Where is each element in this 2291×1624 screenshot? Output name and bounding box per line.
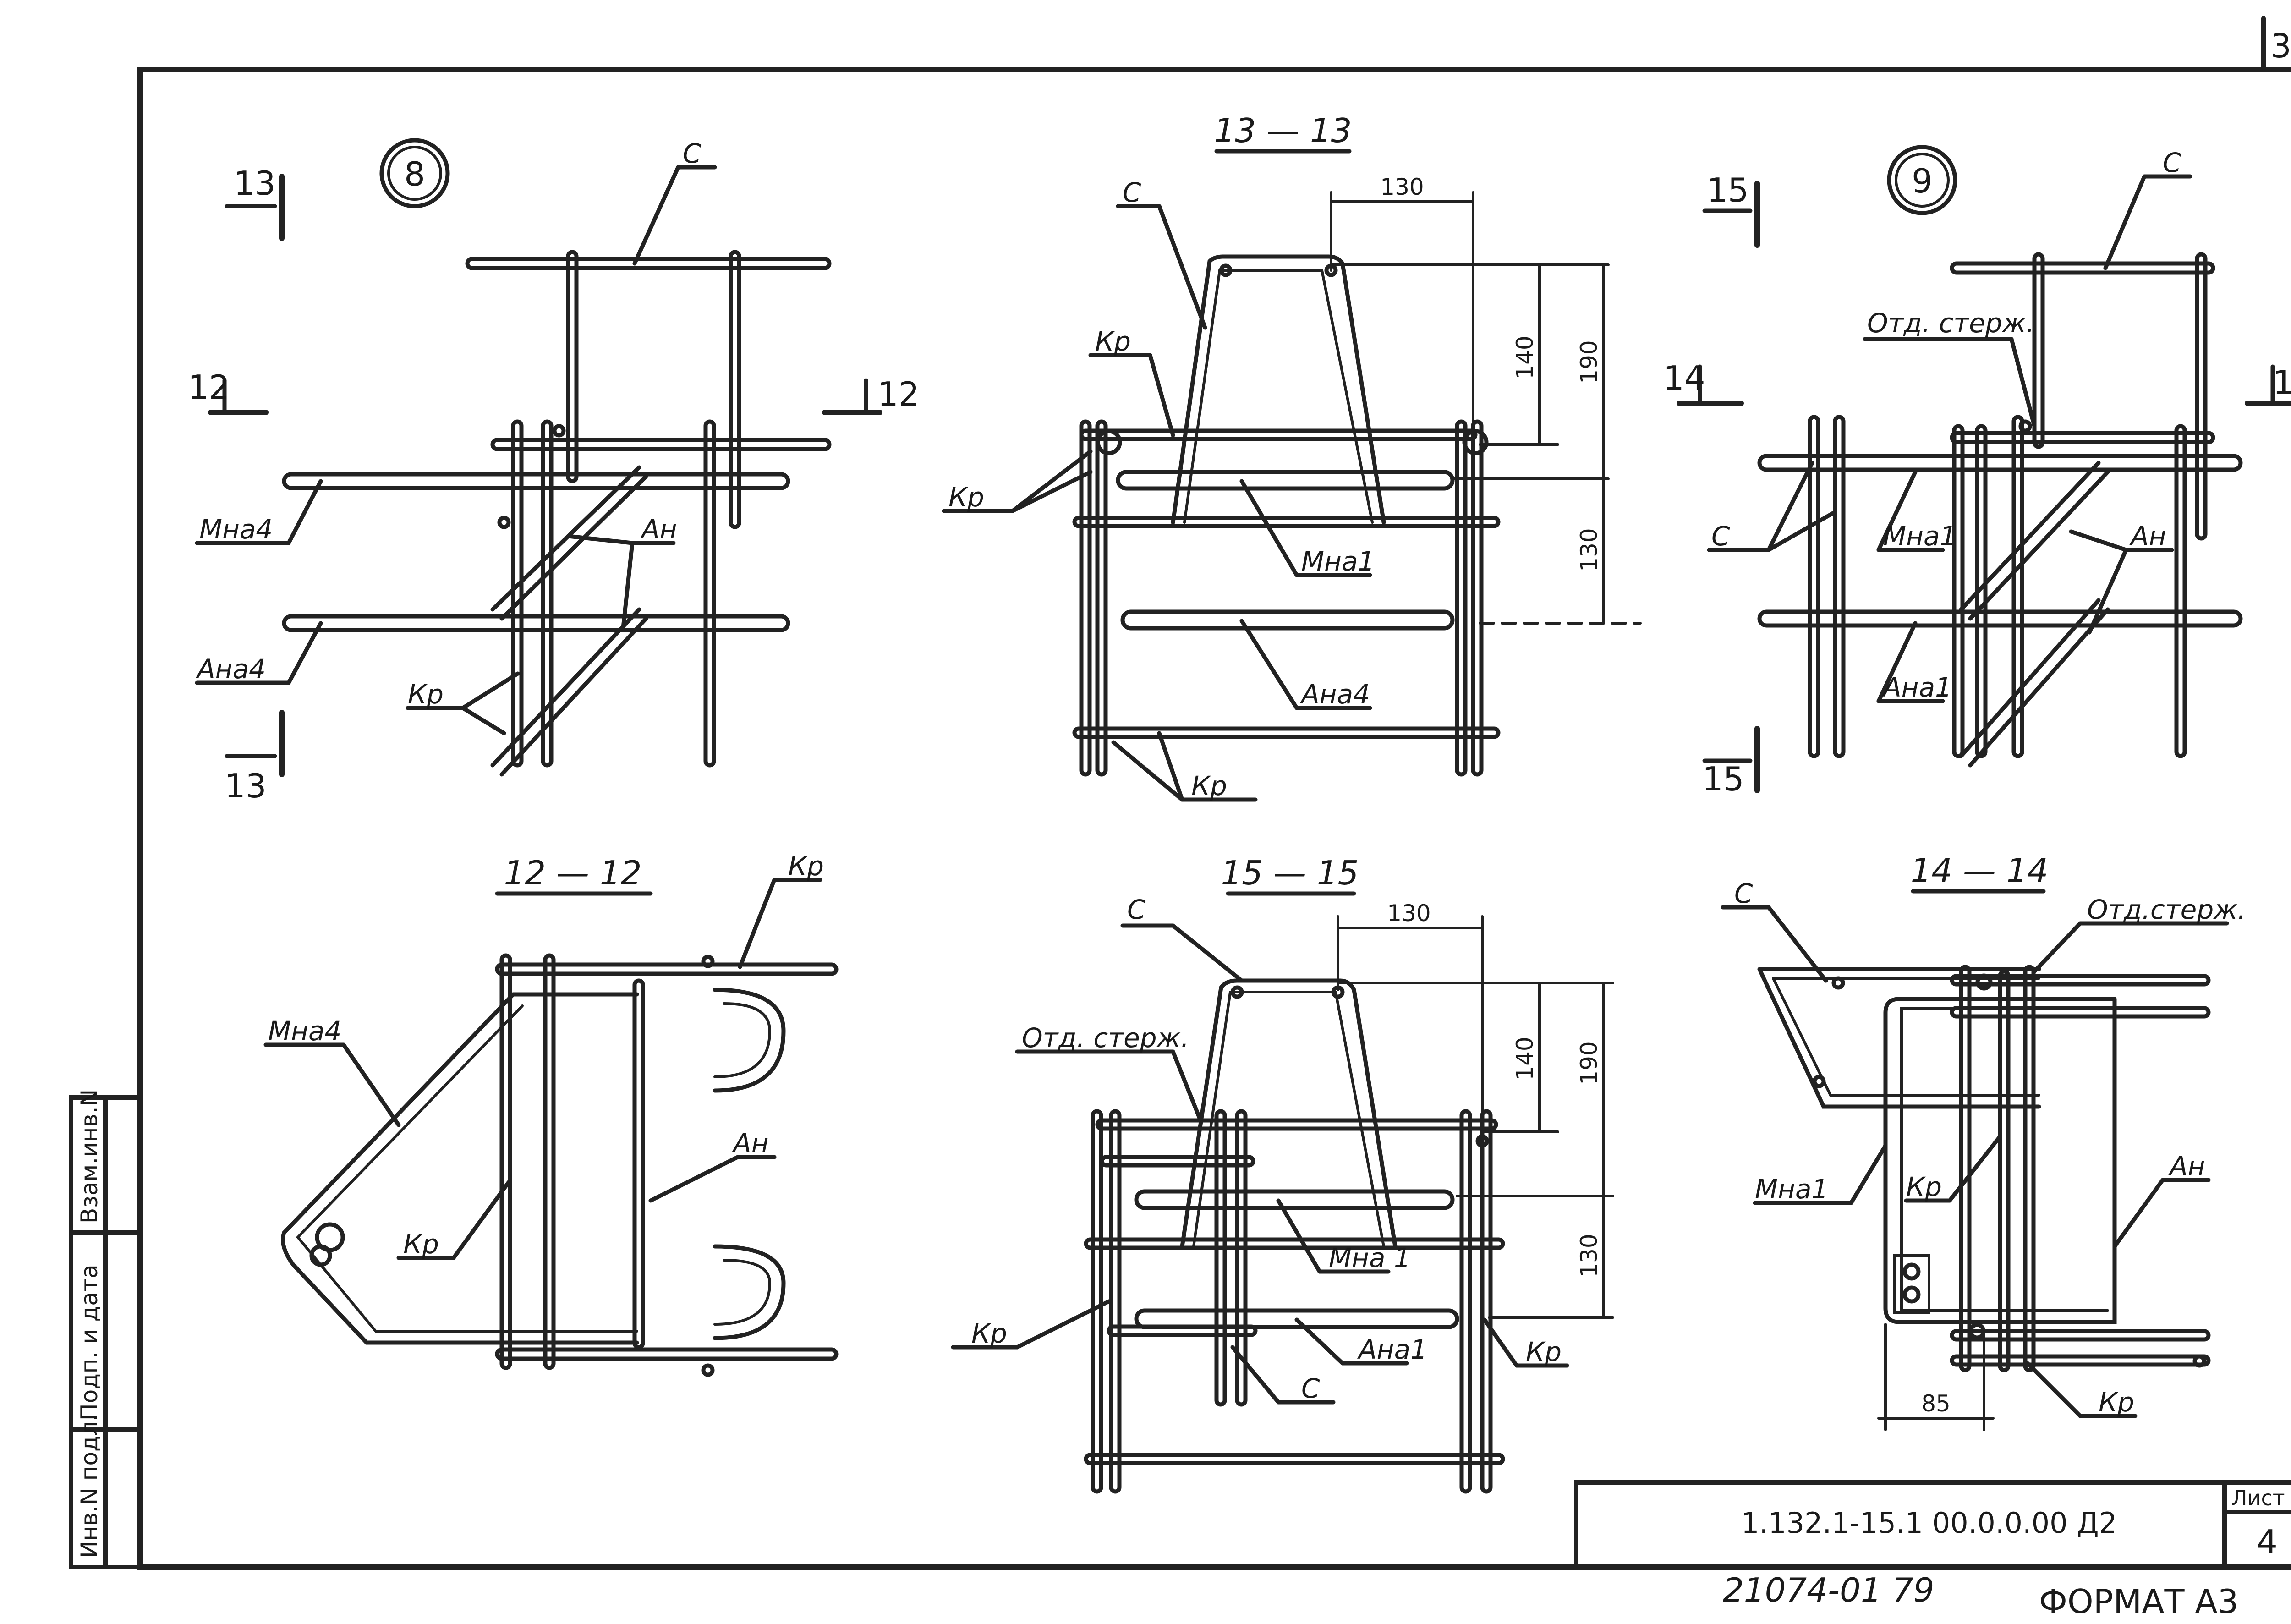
section-13-title: 13 — 13 bbox=[1214, 111, 1352, 150]
node-9-drawing bbox=[1677, 145, 2291, 793]
node9-c-left-label: C bbox=[1711, 521, 1730, 552]
stamp-inv-podl: Инв.N подл. bbox=[76, 1414, 103, 1558]
cut13-bottom-label: 13 bbox=[225, 767, 267, 805]
node-9-marker-label: 9 bbox=[1912, 162, 1933, 200]
sec15-c-top-label: C bbox=[1127, 894, 1146, 925]
node9-ana1-label: Ана1 bbox=[1881, 672, 1952, 703]
doc-code: 1.132.1-15.1 00.0.0.00 Д2 bbox=[1741, 1506, 2117, 1540]
sec15-otd-label: Отд. стерж. bbox=[1022, 1022, 1189, 1053]
sec15-dim-190: 190 bbox=[1576, 1041, 1602, 1085]
node9-mna1-label: Мна1 bbox=[1883, 521, 1957, 552]
sec12-mna4-label: Мна4 bbox=[268, 1015, 341, 1047]
sec13-kr1-label: Кр bbox=[1095, 326, 1131, 357]
sec14-kr2-label: Кр bbox=[2099, 1387, 2134, 1418]
node8-mna4-label: Мна4 bbox=[199, 514, 273, 545]
footer-page: 79 bbox=[1892, 1571, 1935, 1609]
cut14-left-label: 14 bbox=[1663, 359, 1705, 397]
node8-ana4-label: Ана4 bbox=[195, 653, 266, 685]
sec15-kr-right-label: Кр bbox=[1526, 1336, 1562, 1367]
sec15-kr-left-label: Кр bbox=[971, 1318, 1007, 1349]
sec13-dim-130v: 130 bbox=[1576, 528, 1602, 571]
sec13-mna1-label: Мна1 bbox=[1301, 546, 1375, 577]
sheet-header: Лист bbox=[2231, 1486, 2285, 1510]
title-block bbox=[1574, 1480, 2291, 1569]
sec15-c-bottom-label: C bbox=[1301, 1373, 1320, 1404]
footer-order: 21074-01 bbox=[1723, 1571, 1882, 1609]
node-8-marker-label: 8 bbox=[404, 155, 425, 193]
sheet-corner-number: 377 bbox=[2270, 27, 2291, 65]
sec12-an-label: Ан bbox=[731, 1128, 769, 1159]
sheet-number: 4 bbox=[2257, 1523, 2278, 1561]
sec15-dim-140: 140 bbox=[1512, 1037, 1538, 1080]
sec14-otd-label: Отд.стерж. bbox=[2087, 894, 2246, 925]
sheet-frame bbox=[137, 16, 2291, 1570]
sec13-c-label: C bbox=[1123, 177, 1141, 208]
section-15-15-drawing bbox=[951, 891, 1614, 1494]
sec15-ana1-label: Ана1 bbox=[1357, 1334, 1427, 1365]
sec14-mna1-label: Мна1 bbox=[1755, 1174, 1828, 1205]
sec12-kr-label: Кр bbox=[403, 1229, 439, 1260]
sec13-kr3-label: Кр bbox=[1191, 770, 1227, 801]
stamp-podp-data: Подп. и дата bbox=[76, 1264, 103, 1421]
node9-otd-label: Отд. стерж. bbox=[1867, 307, 2034, 339]
node9-c-top-label: C bbox=[2163, 147, 2181, 178]
sec13-kr2-label: Кр bbox=[948, 482, 984, 513]
cut15-bottom-label: 15 bbox=[1702, 760, 1744, 798]
sec15-dim-130v: 130 bbox=[1576, 1234, 1602, 1277]
section-14-title: 14 — 14 bbox=[1910, 851, 2048, 890]
section-15-title: 15 — 15 bbox=[1221, 854, 1359, 892]
cut12-right-label: 12 bbox=[877, 375, 920, 413]
sec15-mna1-label: Мна 1 bbox=[1329, 1242, 1411, 1273]
section-12-12-drawing bbox=[263, 878, 839, 1377]
sec14-kr1-label: Кр bbox=[1906, 1171, 1942, 1202]
stamp-vzam-inv: Взам.инв.N bbox=[76, 1089, 103, 1223]
sec13-dim-140: 140 bbox=[1512, 335, 1538, 379]
node8-kr-label: Кр bbox=[408, 679, 444, 710]
node8-an-label: Ан bbox=[640, 514, 677, 545]
cut14-right-label: 14 bbox=[2273, 363, 2291, 402]
footer-format: ФОРМАТ А3 bbox=[2039, 1582, 2238, 1621]
node-8-marker bbox=[379, 138, 450, 208]
node-8-drawing bbox=[195, 138, 882, 777]
sec12-kr-top-label: Кр bbox=[788, 850, 824, 882]
section-13-13-drawing bbox=[942, 149, 1642, 802]
sec13-dim-190: 190 bbox=[1576, 340, 1602, 384]
side-stamp bbox=[69, 1095, 142, 1569]
section-14-14-drawing bbox=[1721, 889, 2229, 1431]
sec14-dim-85: 85 bbox=[1921, 1390, 1951, 1417]
cut13-top-label: 13 bbox=[234, 164, 276, 203]
section-12-title: 12 — 12 bbox=[504, 854, 641, 892]
node8-c-label: C bbox=[683, 138, 702, 169]
cut15-top-label: 15 bbox=[1707, 171, 1749, 209]
sec15-dim-130: 130 bbox=[1387, 900, 1431, 927]
sec14-c-label: C bbox=[1734, 878, 1753, 909]
sec14-an-label: Ан bbox=[2168, 1151, 2205, 1182]
cut12-left-label: 12 bbox=[188, 368, 230, 406]
node9-an-label: Ан bbox=[2129, 521, 2166, 552]
sec13-ana4-label: Ана4 bbox=[1299, 679, 1370, 710]
node-9-marker bbox=[1887, 145, 1957, 215]
sec13-dim-130: 130 bbox=[1380, 174, 1424, 200]
